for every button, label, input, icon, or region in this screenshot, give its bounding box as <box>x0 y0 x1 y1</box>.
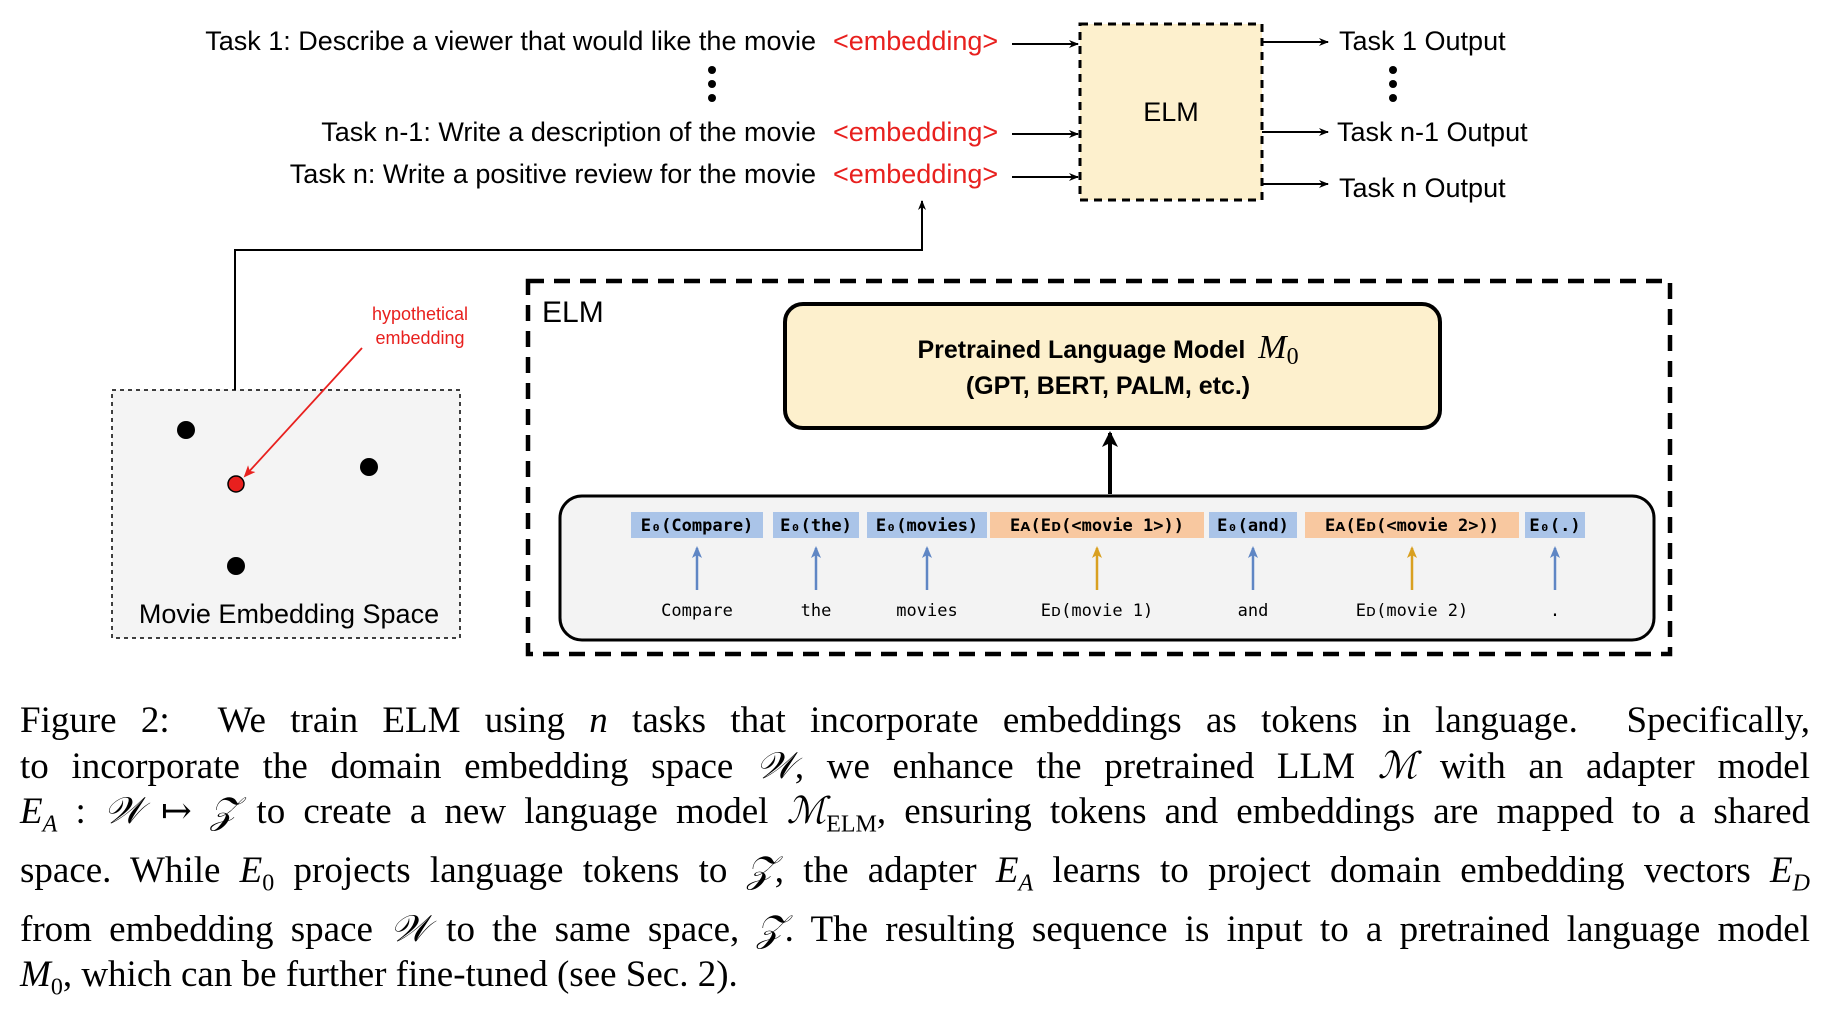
token-embedding-label: E₀(.) <box>1529 516 1580 536</box>
movie-point <box>360 458 378 476</box>
token-embedding-label: E₀(the) <box>780 516 852 536</box>
hypothetical-label-line1: hypothetical <box>372 304 468 324</box>
token-embedding-chip <box>773 512 859 538</box>
token-embedding-chip <box>1305 512 1519 538</box>
token-source-word: Compare <box>661 601 733 621</box>
token-embedding-chip <box>867 512 987 538</box>
token-source-word: movies <box>896 601 957 621</box>
task-n-prefix: Task n: Write a positive review for the … <box>290 159 816 189</box>
task-n-embedding: <embedding> <box>833 159 998 189</box>
token-embedding-label: Eᴀ(Eᴅ(<movie 2>)) <box>1325 516 1499 536</box>
token-source-word: Eᴅ(movie 2) <box>1356 601 1469 621</box>
elm-box-top <box>1078 22 1264 202</box>
pretrained-model-subtitle: (GPT, BERT, PALM, etc.) <box>966 372 1250 400</box>
elm-detail-box <box>525 278 1673 657</box>
task-n-output: Task n Output <box>1339 173 1506 203</box>
ellipsis-right <box>1389 66 1397 102</box>
figure-caption: Figure 2: We train ELM using n tasks tha… <box>20 698 1810 1011</box>
hypothetical-embedding-point <box>227 475 245 493</box>
token-source-word: and <box>1238 601 1269 621</box>
token-embedding-chip <box>631 512 763 538</box>
elm-box-top-label: ELM <box>1143 97 1199 127</box>
token-source-word: . <box>1550 601 1560 621</box>
caption-line: Figure 2: We train ELM using n tasks tha… <box>20 700 1810 741</box>
pretrained-model-title: Pretrained Language Model M0 <box>917 329 1298 370</box>
task-n-1-embedding: <embedding> <box>833 117 998 147</box>
token-source-word: the <box>801 601 832 621</box>
token-embedding-label: Eᴀ(Eᴅ(<movie 1>)) <box>1010 516 1184 536</box>
elm-figure-diagram: Task 1: Describe a viewer that would lik… <box>111 22 1673 657</box>
caption-line: EA : 𝒲 ↦ 𝒵 to create a new language mode… <box>20 791 1810 838</box>
task-1-output: Task 1 Output <box>1339 26 1506 56</box>
caption-line: space. While E0 projects language tokens… <box>20 849 1810 897</box>
task-n-1-prefix: Task n-1: Write a description of the mov… <box>321 117 816 147</box>
token-sequence: E₀(Compare) Compare E₀(the) the E₀(movies) mo… <box>631 512 1585 621</box>
token-embedding-chip <box>990 512 1204 538</box>
token-embedding-chip <box>1209 512 1297 538</box>
task-n-row: Task n: Write a positive review for the … <box>290 159 998 189</box>
task-1-embedding: <embedding> <box>833 26 998 56</box>
token-embedding-label: E₀(and) <box>1217 516 1289 536</box>
token-source-word: Eᴅ(movie 1) <box>1041 601 1154 621</box>
token-embedding-label: E₀(Compare) <box>641 516 754 536</box>
elm-detail-label: ELM <box>542 296 604 329</box>
ellipsis-left <box>708 66 716 102</box>
movie-point <box>227 557 245 575</box>
movie-point <box>177 421 195 439</box>
task-n-1-output: Task n-1 Output <box>1337 117 1528 147</box>
token-embedding-label: E₀(movies) <box>876 516 978 536</box>
hypothetical-label-line2: embedding <box>375 328 464 348</box>
movie-embedding-space-label: Movie Embedding Space <box>139 599 439 629</box>
connector-embedding-to-task <box>234 200 926 485</box>
task-n-1-row: Task n-1: Write a description of the mov… <box>321 117 998 147</box>
task-1-row: Task 1: Describe a viewer that would lik… <box>205 26 998 56</box>
caption-line: to incorporate the domain embedding spac… <box>20 745 1810 787</box>
task-1-prefix: Task 1: Describe a viewer that would lik… <box>205 26 816 56</box>
caption-line: from embedding space 𝒲 to the same space… <box>20 908 1811 950</box>
caption-line: M0, which can be further fine-tuned (see… <box>20 954 738 1001</box>
pretrained-model-box <box>783 302 1442 430</box>
token-embedding-chip <box>1525 512 1585 538</box>
hypothetical-pointer-arrow <box>243 347 363 478</box>
